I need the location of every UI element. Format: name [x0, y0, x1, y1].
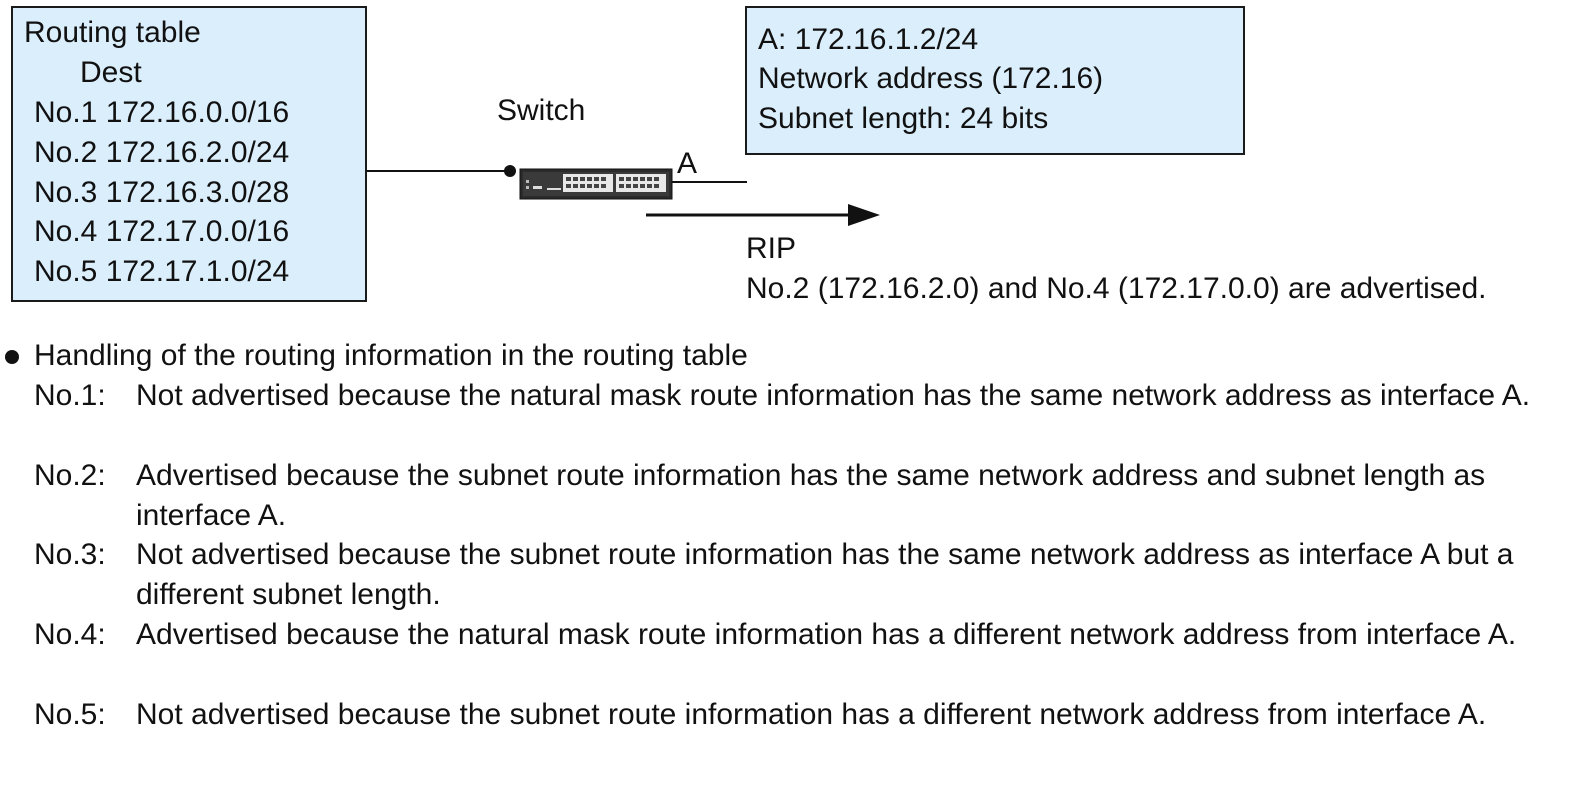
- switch-icon: [519, 168, 673, 200]
- routing-table-row: No.5 172.17.1.0/24: [34, 255, 290, 288]
- routing-table-row: No.3 172.16.3.0/28: [34, 176, 290, 209]
- routing-table-dest-header: Dest: [80, 56, 142, 89]
- bullet-icon: [5, 350, 19, 364]
- handling-item-number: No.5:: [34, 698, 106, 731]
- connection-dot: [504, 165, 516, 177]
- interface-info-box: [745, 6, 1245, 155]
- handling-item-text: Not advertised because the subnet route …: [136, 538, 1514, 611]
- routing-table-title: Routing table: [24, 16, 201, 49]
- handling-item-text: Advertised because the subnet route info…: [136, 459, 1486, 532]
- port-a-label: A: [677, 147, 698, 180]
- routing-table-box: [11, 6, 367, 302]
- handling-item-number: No.3:: [34, 538, 106, 571]
- interface-info-line: A: 172.16.1.2/24: [758, 23, 979, 56]
- rip-note: No.2 (172.16.2.0) and No.4 (172.17.0.0) …: [746, 272, 1487, 305]
- handling-item-text: Advertised because the natural mask rout…: [136, 618, 1517, 651]
- interface-info-line: Network address (172.16): [758, 62, 1104, 95]
- switch-label: Switch: [497, 94, 586, 127]
- routing-table-row: No.1 172.16.0.0/16: [34, 96, 290, 129]
- routing-table-row: No.4 172.17.0.0/16: [34, 215, 290, 248]
- interface-info-line: Subnet length: 24 bits: [758, 102, 1049, 135]
- handling-item-number: No.1:: [34, 379, 106, 412]
- rip-arrow-head: [848, 204, 880, 226]
- handling-item-number: No.2:: [34, 459, 106, 492]
- handling-heading: Handling of the routing information in t…: [34, 339, 748, 372]
- handling-item-number: No.4:: [34, 618, 106, 651]
- handling-item-text: Not advertised because the natural mask …: [136, 379, 1531, 412]
- routing-table-row: No.2 172.16.2.0/24: [34, 136, 290, 169]
- rip-label: RIP: [746, 232, 797, 265]
- handling-item-text: Not advertised because the subnet route …: [136, 698, 1487, 731]
